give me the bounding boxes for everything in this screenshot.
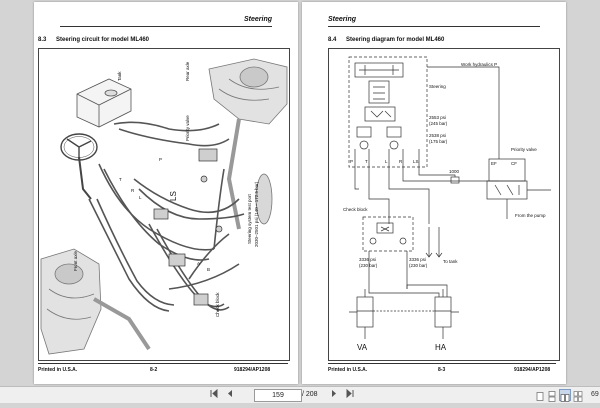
steering-hydraulic-diagram: Work hydraulics P Steering 2553 psi (245…	[328, 48, 560, 361]
page-header: Steering	[243, 16, 272, 23]
header-rule	[328, 26, 540, 27]
front-axle-label: Front axle	[73, 250, 78, 271]
port-p-label: P	[159, 157, 163, 162]
check-block-label: Check block	[215, 292, 220, 317]
footer-page-number: 8-3	[438, 367, 446, 373]
steering-label: Steering	[429, 84, 446, 89]
steering-circuit-illustration: Tank Rear axle Priority valve LS P T R L…	[38, 48, 290, 361]
test-port-value: 2030–2501 psi (140 – 172.5 bar)	[254, 181, 259, 247]
circuit-drawing	[40, 58, 288, 355]
port-r-label: R	[399, 159, 403, 164]
pressure-245-bar: (245 bar)	[429, 121, 448, 126]
footer-doc-number: 918294/AP1208	[514, 367, 551, 373]
port-t-label: T	[119, 177, 122, 182]
page-left: Steering 8.3 Steering circuit for model …	[34, 2, 298, 384]
footer-left: Printed in U.S.A.	[328, 367, 368, 373]
hydraulic-schematic	[348, 56, 551, 339]
zoom-level[interactable]: 69	[591, 391, 599, 398]
page-header: Steering	[328, 16, 357, 23]
single-page-icon[interactable]	[535, 389, 545, 401]
page-number-input[interactable]: 159	[254, 389, 302, 402]
header-rule	[60, 26, 272, 27]
port-ls-label: LS	[413, 159, 419, 164]
page-right: Steering 8.4 Steering diagram for model …	[302, 2, 566, 384]
port-l-label: L	[385, 159, 388, 164]
footer-rule	[328, 363, 556, 364]
pressure-230-bar-right: (230 bar)	[409, 263, 428, 268]
port-ef-label: EF	[491, 161, 497, 166]
priority-valve-label: Priority valve	[511, 147, 537, 152]
continuous-page-icon[interactable]	[547, 389, 557, 402]
pressure-2538-psi: 2538 psi	[429, 133, 447, 138]
section-number: 8.4	[328, 37, 337, 43]
to-tank-label: To tank	[443, 259, 458, 264]
port-p-label: P	[350, 159, 354, 164]
port-l-label: L	[139, 195, 142, 200]
pressure-2553-psi: 2553 psi	[429, 115, 447, 120]
tank-label: Tank	[117, 71, 122, 81]
port-cf-label: CF	[511, 161, 517, 166]
rear-axle-ha-label: HA	[435, 343, 447, 352]
footer-left: Printed in U.S.A.	[38, 367, 78, 373]
footer-rule	[38, 363, 288, 364]
check-block-label: Check block	[343, 207, 368, 212]
pressure-230-bar-left: (230 bar)	[359, 263, 378, 268]
ls-label: LS	[169, 191, 178, 201]
section-title: Steering diagram for model ML460	[346, 37, 445, 43]
from-pump-label: From the pump	[515, 213, 546, 218]
box-1000-label: 1000	[449, 169, 460, 174]
next-page-icon[interactable]	[328, 388, 340, 401]
footer-page-number: 8-2	[150, 367, 158, 373]
prev-page-icon[interactable]	[224, 388, 236, 401]
first-page-icon[interactable]	[208, 388, 220, 401]
section-title: Steering circuit for model ML460	[56, 37, 150, 43]
port-t-label: T	[365, 159, 368, 164]
rear-axle-label: Rear axle	[185, 61, 190, 81]
port-b-label: B	[207, 267, 211, 272]
priority-valve-label: Priority valve	[185, 115, 190, 141]
port-a-label: A	[197, 261, 201, 266]
document-viewer[interactable]: Steering 8.3 Steering circuit for model …	[0, 0, 600, 386]
test-port-label: Steering system test port	[247, 194, 252, 244]
two-page-continuous-icon[interactable]	[573, 389, 583, 402]
work-hydraulics-label: Work hydraulics P	[461, 62, 498, 67]
pressure-3336-psi-right: 3336 psi	[409, 257, 427, 262]
port-r-label: R	[131, 188, 135, 193]
front-axle-va-label: VA	[357, 343, 368, 352]
two-page-icon[interactable]	[559, 389, 571, 402]
pressure-175-bar: (175 bar)	[429, 139, 448, 144]
last-page-icon[interactable]	[344, 388, 356, 401]
pressure-3336-psi-left: 3336 psi	[359, 257, 377, 262]
viewer-toolbar: 159 / 208 69	[0, 386, 600, 403]
page-total: / 208	[302, 391, 318, 398]
section-number: 8.3	[38, 37, 47, 43]
footer-doc-number: 918294/AP1208	[234, 367, 271, 373]
